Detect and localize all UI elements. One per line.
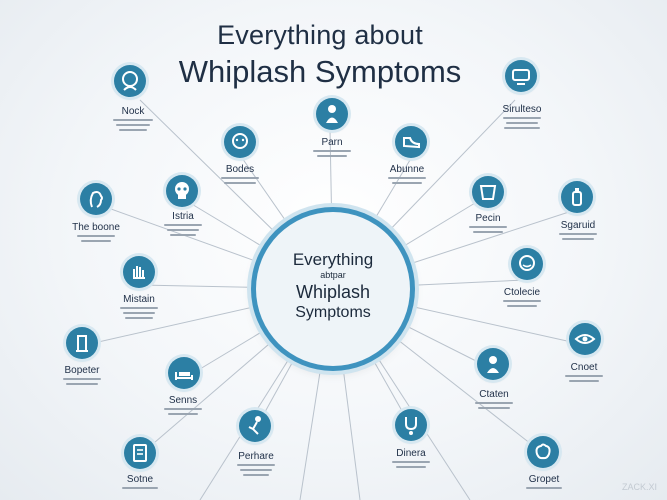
symptom-label-mistain: Mistain — [123, 294, 155, 305]
symptom-label-bodes: Bodes — [225, 164, 255, 175]
column-icon — [66, 327, 98, 359]
face-profile-icon — [80, 183, 112, 215]
symptom-description-istria — [163, 224, 203, 239]
symptom-description-sgaruid — [558, 233, 598, 243]
symptom-description-dinera — [391, 461, 431, 471]
symptom-label-abunno: Abunne — [389, 164, 425, 175]
symptom-description-pain — [312, 150, 352, 160]
hub-line-2: abtpar — [320, 270, 346, 280]
symptom-description-sotne — [120, 487, 160, 492]
symptom-label-pecin: Pecin — [475, 213, 501, 224]
symptom-label-perhare: Perhare — [238, 451, 274, 462]
symptom-description-senns — [163, 408, 203, 418]
symptom-label-sotne: Sotne — [126, 474, 154, 485]
symptom-description-abunno — [387, 177, 427, 187]
title-line-1: Everything about — [217, 20, 423, 50]
symptom-label-neck: Nock — [121, 106, 145, 117]
symptom-description-gropet — [524, 487, 564, 492]
symptom-description-the-boone — [76, 235, 116, 245]
symptom-label-bopeter: Bopeter — [64, 365, 100, 376]
hub-circle — [256, 212, 410, 366]
document-icon — [124, 437, 156, 469]
symptom-label-gropet: Gropet — [528, 474, 560, 485]
eye-icon — [569, 323, 601, 355]
hub-line-4: Symptoms — [295, 304, 371, 321]
symptom-description-shoulders — [502, 117, 542, 132]
hub-line-3: Whiplash — [295, 282, 371, 302]
head-icon — [224, 126, 256, 158]
monitor-icon — [505, 60, 537, 92]
person-icon — [477, 348, 509, 380]
person-icon — [316, 98, 348, 130]
symptom-description-neck — [113, 119, 153, 134]
head-profile-icon — [114, 65, 146, 97]
symptom-label-pain: Parn — [321, 137, 343, 148]
title-line-2: Whiplash Symptoms — [178, 54, 462, 89]
figure-icon — [239, 410, 271, 442]
symptom-description-bodes — [220, 177, 260, 187]
head-icon — [511, 248, 543, 280]
symptom-label-dinera: Dinera — [396, 448, 426, 459]
brain-icon — [527, 436, 559, 468]
symptom-description-cnoet — [564, 375, 604, 385]
hand-icon — [123, 256, 155, 288]
symptom-description-ctaten — [474, 402, 514, 412]
symptom-description-mistain — [119, 307, 159, 322]
bottle-icon — [561, 181, 593, 213]
symptom-description-bopeter — [62, 378, 102, 388]
symptom-label-ctolecie: Ctolecie — [503, 287, 541, 298]
symptom-description-ctolecie — [502, 300, 542, 310]
hub-text: Everything abtpar Whiplash Symptoms — [256, 250, 410, 323]
symptom-description-pecin — [468, 226, 508, 236]
hub-line-1: Everything — [292, 250, 374, 269]
skull-icon — [166, 175, 198, 207]
bed-icon — [168, 357, 200, 389]
symptom-label-senns: Senns — [168, 395, 198, 406]
symptom-label-cnoet: Cnoet — [570, 362, 598, 373]
symptom-label-istria: Istria — [172, 211, 194, 222]
watermark: ZACK.XI — [621, 482, 657, 492]
cup-icon — [472, 176, 504, 208]
symptom-label-shoulders: Sirulteso — [502, 104, 542, 115]
stethoscope-icon — [395, 409, 427, 441]
symptom-label-the-boone: The boone — [72, 222, 120, 233]
shoe-icon — [395, 126, 427, 158]
symptom-label-ctaten: Ctaten — [479, 389, 509, 400]
symptom-label-sgaruid: Sgaruid — [560, 220, 596, 231]
infographic-title: Everything about Whiplash Symptoms — [0, 18, 640, 92]
symptom-description-perhare — [236, 464, 276, 479]
